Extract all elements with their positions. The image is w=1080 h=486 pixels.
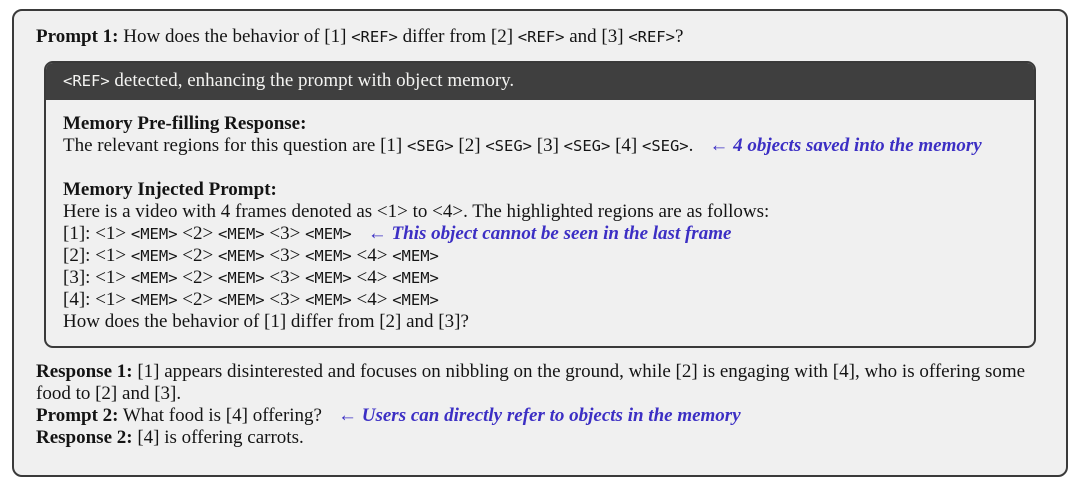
frame-token: <1> — [95, 245, 131, 266]
memory-line: [1]: <1> <MEM> <2> <MEM> <3> <MEM> ← This… — [63, 223, 1017, 245]
object-id-label: [1]: — [63, 223, 96, 244]
seg-token: <SEG> — [485, 137, 532, 155]
frame-token: <1> — [95, 289, 131, 310]
frame-token: <4> — [351, 289, 393, 310]
prompt1-text: differ from [2] — [397, 26, 518, 47]
prompt1-text: How does the behavior of [1] — [118, 26, 352, 47]
seg-token: <SEG> — [641, 137, 689, 155]
mem-token: <MEM> — [392, 269, 439, 287]
memory-enhancement-box: <REF> detected, enhancing the prompt wit… — [44, 61, 1036, 348]
frame-token: <2> — [177, 223, 218, 244]
frame-token: <2> — [177, 267, 218, 288]
prefill-response-line: The relevant regions for this question a… — [63, 135, 982, 156]
injected-prompt-question: How does the behavior of [1] differ from… — [63, 311, 469, 332]
prompt1-text: and [3] — [564, 26, 629, 47]
mem-token: <MEM> — [305, 269, 352, 287]
response1-label: Response 1: — [36, 361, 133, 382]
ref-token: <REF> — [63, 72, 110, 90]
injected-prompt-intro: Here is a video with 4 frames denoted as… — [63, 201, 770, 222]
response2-line: Response 2: [4] is offering carrots. — [36, 427, 304, 448]
frame-token: <1> — [95, 223, 131, 244]
mem-token: <MEM> — [217, 291, 265, 309]
prompt2-label: Prompt 2: — [36, 405, 119, 426]
object-id-label: [4]: — [63, 289, 96, 310]
memory-box-content: Memory Pre-filling Response: The relevan… — [46, 100, 1034, 346]
frame-token: <3> — [264, 267, 306, 288]
prefill-heading: Memory Pre-filling Response: — [63, 113, 307, 134]
ref-token: <REF> — [351, 28, 398, 46]
response2-label: Response 2: — [36, 427, 133, 448]
mem-token: <MEM> — [305, 247, 352, 265]
prompt2-line: Prompt 2: What food is [4] offering?← Us… — [36, 405, 741, 426]
memory-line: [3]: <1> <MEM> <2> <MEM> <3> <MEM> <4> <… — [63, 267, 1017, 289]
frame-token: <4> — [351, 245, 393, 266]
object-id-label: [3]: — [63, 267, 96, 288]
frame-token: <4> — [351, 267, 393, 288]
frame-token: <2> — [177, 245, 218, 266]
ref-token: <REF> — [628, 28, 675, 46]
memory-line: [2]: <1> <MEM> <2> <MEM> <3> <MEM> <4> <… — [63, 245, 1017, 267]
mem-token: <MEM> — [130, 247, 178, 265]
mem-token: <MEM> — [130, 291, 178, 309]
frame-token: <3> — [264, 289, 306, 310]
mem-token: <MEM> — [305, 291, 352, 309]
seg-token: <SEG> — [407, 137, 454, 155]
ref-token: <REF> — [517, 28, 565, 46]
frame-token: <2> — [177, 289, 218, 310]
object-id-label: [2]: — [63, 245, 96, 266]
dialogue-section: Response 1: [1] appears disinterested an… — [36, 361, 1044, 449]
prompt1-line: Prompt 1: How does the behavior of [1] <… — [36, 26, 1044, 48]
seg-token: <SEG> — [563, 137, 611, 155]
mem-token: <MEM> — [305, 225, 352, 243]
mem-token: <MEM> — [217, 269, 265, 287]
inline-annotation: ← This object cannot be seen in the last… — [367, 223, 732, 244]
frame-token: <3> — [264, 245, 306, 266]
memory-line: [4]: <1> <MEM> <2> <MEM> <3> <MEM> <4> <… — [63, 289, 1017, 311]
mem-token: <MEM> — [217, 225, 265, 243]
mem-token: <MEM> — [392, 247, 439, 265]
inline-annotation: ← Users can directly refer to objects in… — [338, 405, 741, 426]
injected-prompt-heading: Memory Injected Prompt: — [63, 179, 277, 200]
header-text: detected, enhancing the prompt with obje… — [109, 70, 515, 91]
mem-token: <MEM> — [217, 247, 265, 265]
mem-token: <MEM> — [130, 269, 178, 287]
response1-line: Response 1: [1] appears disinterested an… — [36, 361, 1026, 404]
mem-token: <MEM> — [392, 291, 439, 309]
frame-token: <3> — [264, 223, 306, 244]
memory-box-header: <REF> detected, enhancing the prompt wit… — [46, 63, 1034, 100]
prompt1-label: Prompt 1: — [36, 26, 119, 47]
mem-token: <MEM> — [130, 225, 178, 243]
figure-panel: Prompt 1: How does the behavior of [1] <… — [12, 9, 1068, 477]
prompt1-text: ? — [674, 26, 684, 47]
inline-annotation: ← 4 objects saved into the memory — [709, 135, 982, 156]
memory-token-lines: [1]: <1> <MEM> <2> <MEM> <3> <MEM> ← This… — [63, 223, 1017, 311]
frame-token: <1> — [95, 267, 131, 288]
